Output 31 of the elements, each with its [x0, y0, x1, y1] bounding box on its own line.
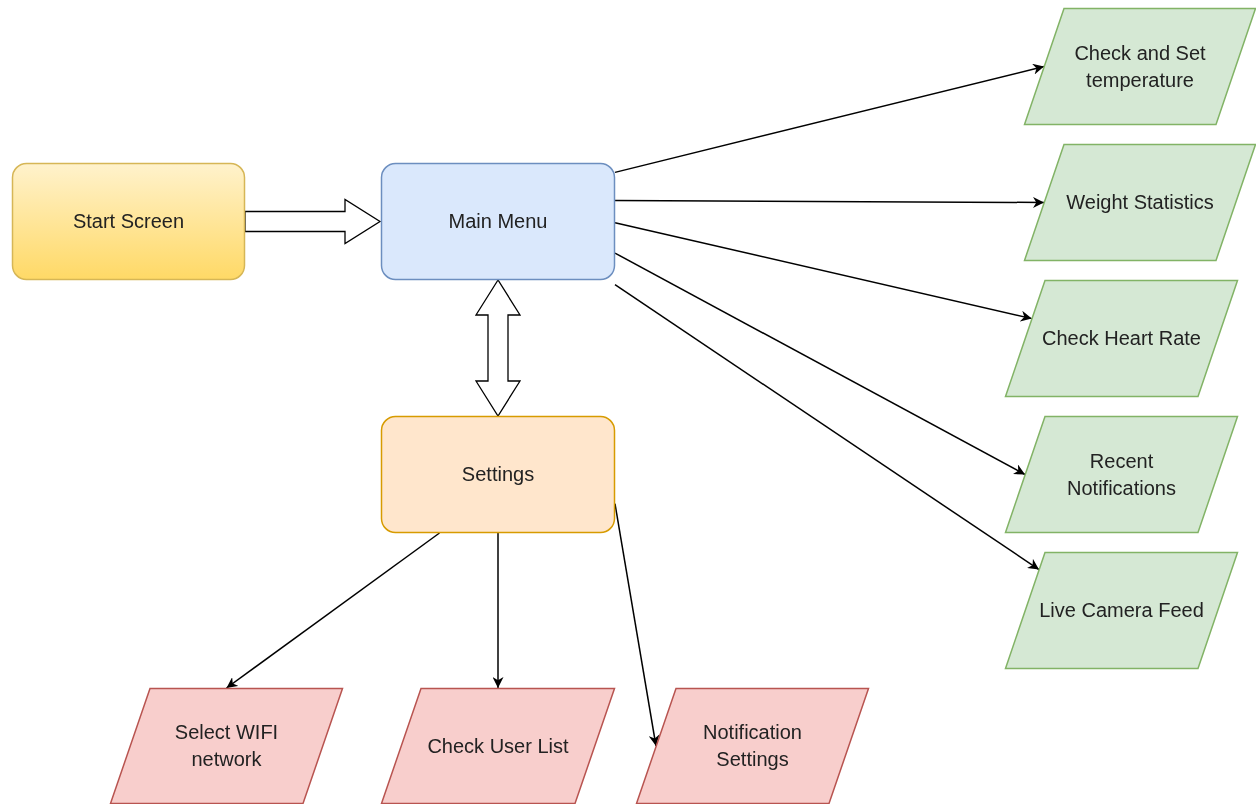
menu-box: [381, 163, 615, 280]
option-parallelogram: [110, 688, 343, 804]
arrow: [225, 532, 441, 689]
node-label: Notification Settings: [702, 720, 803, 772]
option-parallelogram: [381, 688, 615, 804]
feature-parallelogram: [1005, 416, 1238, 533]
feature-parallelogram: [1024, 144, 1256, 261]
arrow: [614, 221, 1033, 322]
feature-parallelogram: [1024, 8, 1256, 125]
arrow: [614, 283, 1040, 571]
arrow: [614, 196, 1045, 208]
arrow: [614, 252, 1026, 476]
node-label: Settings: [460, 462, 536, 487]
start-box: [12, 163, 245, 280]
block-arrow: [474, 278, 522, 418]
node-label: Check and Set temperature: [1073, 40, 1207, 93]
block-arrow: [244, 198, 382, 245]
option-parallelogram: [636, 688, 869, 804]
feature-parallelogram: [1005, 552, 1238, 669]
node-label: Live Camera Feed: [1038, 598, 1205, 623]
node-label: Check User List: [426, 733, 570, 759]
node-label: Select WIFI network: [173, 720, 280, 772]
node-label: Check Heart Rate: [1041, 326, 1202, 351]
arrow: [614, 63, 1045, 174]
node-label: Recent Notifications: [1066, 448, 1177, 501]
node-label: Main Menu: [447, 209, 549, 234]
settings-box: [381, 416, 615, 533]
node-label: Start Screen: [71, 209, 186, 234]
arrow: [492, 532, 504, 689]
node-label: Weight Statistics: [1065, 190, 1215, 215]
feature-parallelogram: [1005, 280, 1238, 397]
